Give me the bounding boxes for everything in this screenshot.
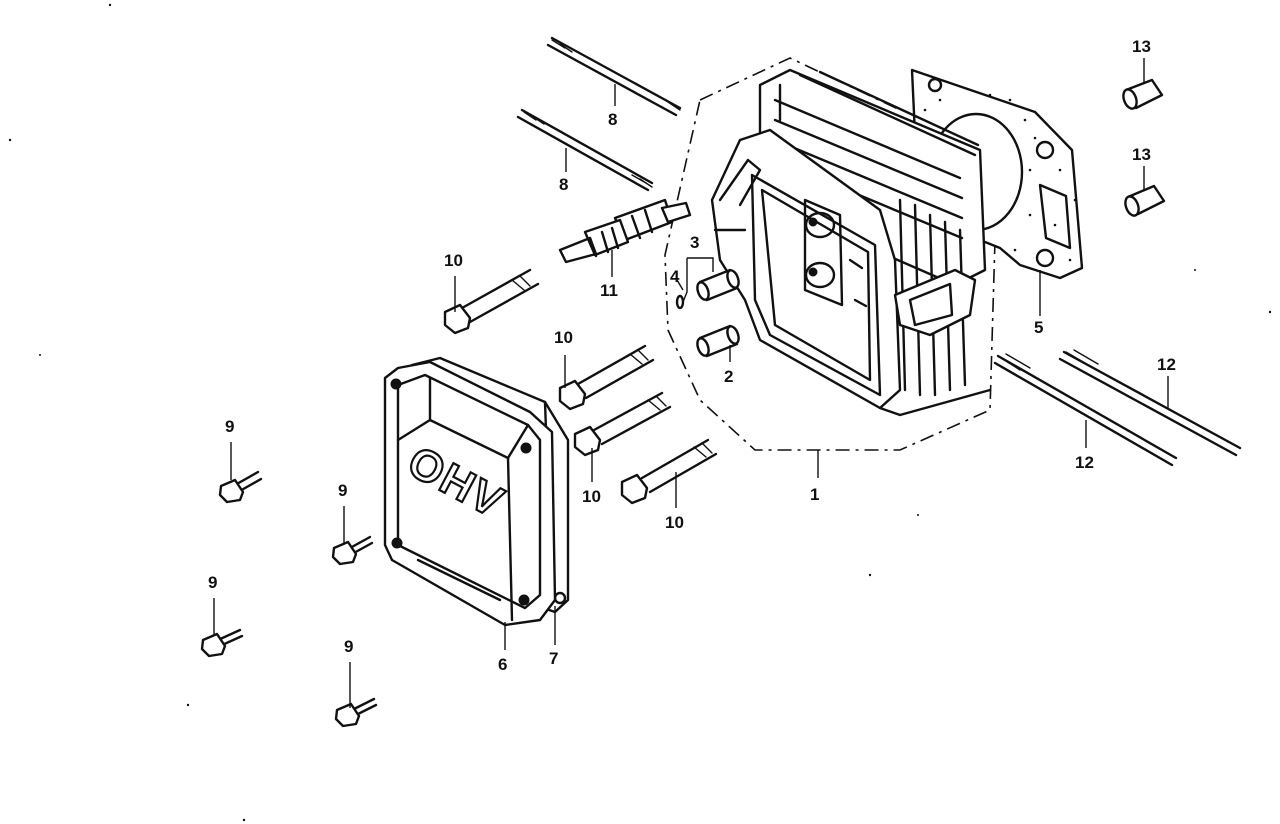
callout-10-c: 10 [582, 487, 601, 506]
stud-bolt-8-upper [546, 36, 682, 117]
callout-9-b: 9 [338, 481, 347, 500]
leader-lines [213, 58, 1169, 708]
callout-5: 5 [1034, 318, 1043, 337]
scan-specks [8, 3, 1272, 822]
callout-4: 4 [670, 267, 680, 286]
callout-8-upper: 8 [608, 110, 617, 129]
callout-9-a: 9 [225, 417, 234, 436]
callout-10-d: 10 [665, 513, 684, 532]
valve-cover: OHV [383, 360, 557, 627]
callout-9-d: 9 [344, 637, 353, 656]
callout-12-front: 12 [1075, 453, 1094, 472]
callout-6: 6 [498, 655, 507, 674]
callout-12-rear: 12 [1157, 355, 1176, 374]
callout-7: 7 [549, 649, 558, 668]
cover-bolt-9-d [334, 697, 378, 728]
callout-13-lower: 13 [1132, 145, 1151, 164]
head-bolt-10-b [558, 344, 655, 411]
spark-plug [558, 198, 692, 264]
dowel-13-lower [1124, 184, 1166, 217]
callout-10-b: 10 [554, 328, 573, 347]
cover-bolt-9-b [331, 535, 374, 566]
dowel-13-upper [1122, 78, 1164, 110]
head-bolt-10-c [573, 391, 672, 457]
callout-9-c: 9 [208, 573, 217, 592]
stud-bolt-12-front [993, 353, 1178, 467]
callout-13-upper: 13 [1132, 37, 1151, 56]
callout-10-a: 10 [444, 251, 463, 270]
stud-bolt-12-rear [1058, 349, 1242, 457]
head-bolt-10-d [620, 438, 718, 505]
callout-2: 2 [724, 367, 733, 386]
cover-bolt-9-c [200, 628, 244, 658]
callout-3: 3 [690, 233, 699, 252]
dowel-pin-upper [696, 268, 740, 302]
cover-bolt-9-a [218, 470, 263, 504]
dowel-pin-lower [696, 324, 740, 358]
callout-1: 1 [810, 485, 819, 504]
head-bolt-10-a [443, 268, 540, 335]
o-ring [675, 294, 685, 310]
callout-8-lower: 8 [559, 175, 568, 194]
callout-11: 11 [600, 281, 618, 300]
stud-bolt-8-lower [516, 108, 654, 192]
